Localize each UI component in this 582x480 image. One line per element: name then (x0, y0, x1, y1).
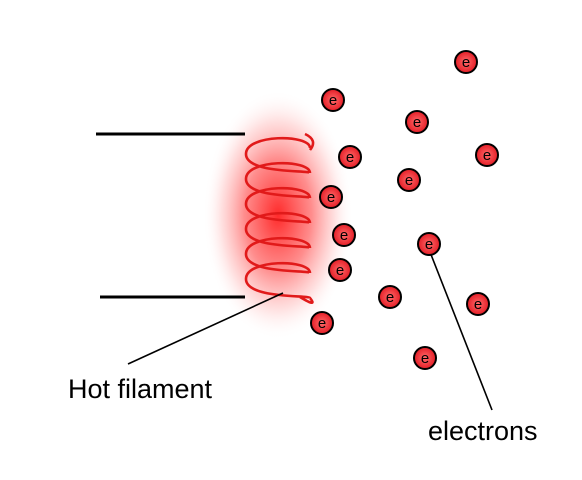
electron: e (417, 232, 441, 256)
electron-circle (310, 311, 334, 335)
electron-symbol: e (462, 54, 470, 71)
electron-circle (475, 143, 499, 167)
electron-circle (332, 223, 356, 247)
electron-symbol: e (340, 227, 348, 244)
electron-circle (319, 185, 343, 209)
electron: e (319, 185, 343, 209)
electron: e (332, 223, 356, 247)
electron-symbol: e (425, 236, 433, 253)
electron-circle (338, 145, 362, 169)
electron-symbol: e (483, 147, 491, 164)
electron: e (397, 168, 421, 192)
electron-circle (397, 168, 421, 192)
electron-circle (321, 88, 345, 112)
electron-symbol: e (474, 296, 482, 313)
electron: e (338, 145, 362, 169)
electron: e (454, 50, 478, 74)
electrons-label: electrons (428, 416, 538, 446)
electron-circle (454, 50, 478, 74)
filament-coil (244, 132, 315, 305)
electron: e (413, 346, 437, 370)
electron-symbol: e (329, 92, 337, 109)
electron-symbol: e (336, 262, 344, 279)
electron: e (328, 258, 352, 282)
filament-pointer-line (127, 292, 284, 365)
electron-circle (466, 292, 490, 316)
electron-symbol: e (421, 350, 429, 367)
electron: e (405, 110, 429, 134)
electron-symbol: e (327, 189, 335, 206)
electron-symbol: e (318, 315, 326, 332)
electron-symbol: e (405, 172, 413, 189)
electron-circle (405, 110, 429, 134)
electron-circle (328, 258, 352, 282)
electron-symbol: e (386, 289, 394, 306)
electrons-pointer-line (429, 251, 493, 411)
electrons-group: e e e e e e e e e e e e e e (310, 50, 499, 370)
hot-filament-label: Hot filament (68, 374, 213, 404)
electron: e (310, 311, 334, 335)
electron-circle (378, 285, 402, 309)
electron: e (475, 143, 499, 167)
electron: e (378, 285, 402, 309)
electron-circle (413, 346, 437, 370)
coil-path (244, 132, 315, 305)
electron-symbol: e (346, 149, 354, 166)
electron-circle (417, 232, 441, 256)
electron: e (466, 292, 490, 316)
electron-symbol: e (413, 114, 421, 131)
electron: e (321, 88, 345, 112)
filament-glow (203, 90, 353, 340)
